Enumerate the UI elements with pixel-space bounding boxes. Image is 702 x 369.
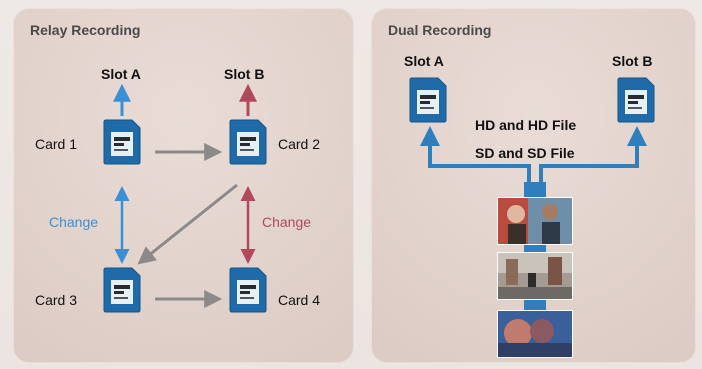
card2-label: Card 2 — [278, 136, 321, 152]
card1-label: Card 1 — [35, 136, 78, 152]
photo-thumbnail — [497, 310, 573, 358]
sd-card-icon — [102, 266, 142, 314]
arrow-card2-to-card3 — [137, 183, 238, 265]
sd-card-icon — [228, 266, 268, 314]
card3-label: Card 3 — [35, 292, 78, 308]
relay-recording-panel: Relay Recording — [13, 8, 354, 363]
relay-slot-a-label: Slot A — [101, 66, 141, 82]
dual-recording-title: Dual Recording — [388, 22, 492, 38]
dual-branch-left — [420, 126, 531, 182]
change-label-right: Change — [262, 214, 312, 230]
relay-recording-title: Relay Recording — [30, 22, 141, 38]
photo-thumbnail — [497, 197, 573, 245]
relay-slot-b-label: Slot B — [224, 66, 265, 82]
sd-card-icon — [616, 76, 656, 124]
sd-card-icon — [228, 118, 268, 166]
photo-thumbnail — [497, 252, 573, 300]
dual-slot-b-label: Slot B — [612, 53, 653, 69]
change-label-left: Change — [49, 214, 99, 230]
dual-slot-a-label: Slot A — [404, 53, 444, 69]
dual-line-hd: HD and HD File — [475, 117, 577, 133]
card4-label: Card 4 — [278, 292, 321, 308]
sd-card-icon — [102, 118, 142, 166]
dual-branch-right — [539, 126, 647, 182]
dual-line-sd: SD and SD File — [475, 145, 575, 161]
sd-card-icon — [408, 76, 448, 124]
